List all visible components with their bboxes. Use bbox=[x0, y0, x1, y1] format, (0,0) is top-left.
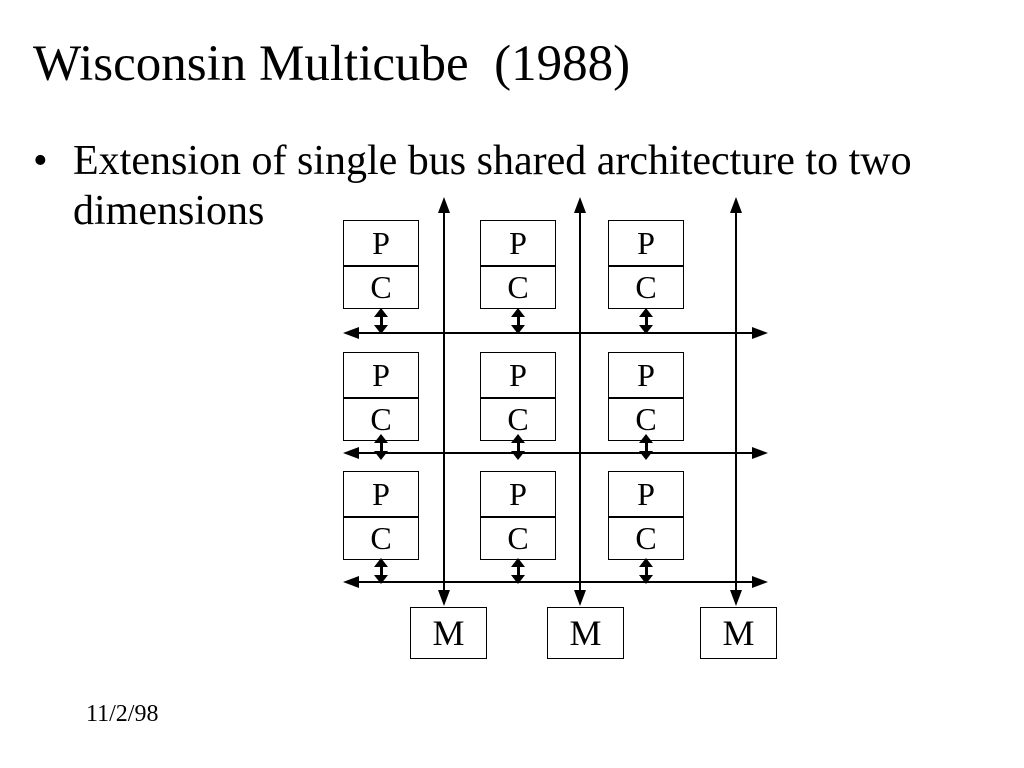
arrowhead-up-icon bbox=[511, 308, 525, 317]
arrow-shaft bbox=[379, 443, 383, 451]
horizontal-bus-1 bbox=[343, 327, 768, 339]
arrowhead-down-icon bbox=[511, 451, 525, 460]
arrow-shaft bbox=[644, 317, 648, 325]
arrow-shaft bbox=[644, 567, 648, 575]
processor-cell: P bbox=[372, 224, 390, 261]
arrowhead-up-icon bbox=[374, 308, 388, 317]
cache-cell: C bbox=[481, 516, 555, 559]
pc-unit-r2c1: P C bbox=[343, 352, 419, 441]
cache-cell: C bbox=[344, 516, 418, 559]
cache-cell: C bbox=[609, 516, 683, 559]
pc-unit-r1c3: P C bbox=[608, 220, 684, 309]
memory-box-1: M bbox=[410, 607, 487, 659]
pc-unit-r2c2: P C bbox=[480, 352, 556, 441]
arrowhead-down-icon bbox=[374, 451, 388, 460]
arrowhead-up-icon bbox=[511, 558, 525, 567]
cache-cell: C bbox=[609, 397, 683, 440]
arrow-shaft bbox=[379, 567, 383, 575]
slide-title: Wisconsin Multicube (1988) bbox=[33, 36, 631, 92]
arrow-shaft bbox=[379, 317, 383, 325]
arrowhead-down-icon bbox=[639, 325, 653, 334]
cache-bus-link-arrow bbox=[374, 434, 388, 460]
cache-bus-link-arrow bbox=[639, 558, 653, 584]
arrowhead-up-icon bbox=[511, 434, 525, 443]
arrowhead-up-icon bbox=[639, 308, 653, 317]
horizontal-bus-2 bbox=[343, 447, 768, 459]
arrow-shaft bbox=[516, 317, 520, 325]
vertical-bus-2 bbox=[574, 197, 586, 606]
cache-cell: C bbox=[481, 265, 555, 308]
arrowhead-up-icon bbox=[639, 434, 653, 443]
cache-bus-link-arrow bbox=[374, 558, 388, 584]
processor-cell: P bbox=[509, 224, 527, 261]
cache-bus-link-arrow bbox=[639, 434, 653, 460]
processor-cell: P bbox=[509, 475, 527, 512]
pc-unit-r2c3: P C bbox=[608, 352, 684, 441]
cache-bus-link-arrow bbox=[639, 308, 653, 334]
cache-cell: C bbox=[344, 265, 418, 308]
pc-unit-r1c2: P C bbox=[480, 220, 556, 309]
vertical-bus-1 bbox=[438, 197, 450, 606]
processor-cell: P bbox=[637, 356, 655, 393]
horizontal-bus-3 bbox=[343, 576, 768, 588]
arrowhead-down-icon bbox=[374, 325, 388, 334]
processor-cell: P bbox=[372, 356, 390, 393]
processor-cell: P bbox=[372, 475, 390, 512]
cache-bus-link-arrow bbox=[511, 558, 525, 584]
arrowhead-down-icon bbox=[639, 575, 653, 584]
memory-box-3: M bbox=[700, 607, 777, 659]
bullet-text: Extension of single bus shared architect… bbox=[73, 136, 912, 236]
arrow-shaft bbox=[644, 443, 648, 451]
cache-cell: C bbox=[344, 397, 418, 440]
arrowhead-down-icon bbox=[511, 575, 525, 584]
cache-cell: C bbox=[609, 265, 683, 308]
arrow-shaft bbox=[516, 443, 520, 451]
arrow-shaft bbox=[516, 567, 520, 575]
memory-box-2: M bbox=[547, 607, 624, 659]
cache-bus-link-arrow bbox=[511, 434, 525, 460]
arrowhead-up-icon bbox=[374, 434, 388, 443]
arrowhead-down-icon bbox=[511, 325, 525, 334]
bullet-text-line-1: Extension of single bus shared architect… bbox=[73, 138, 912, 184]
processor-cell: P bbox=[637, 224, 655, 261]
arrowhead-up-icon bbox=[639, 558, 653, 567]
arrowhead-down-icon bbox=[374, 575, 388, 584]
pc-unit-r1c1: P C bbox=[343, 220, 419, 309]
pc-unit-r3c3: P C bbox=[608, 471, 684, 560]
bullet-marker: • bbox=[33, 138, 48, 184]
cache-cell: C bbox=[481, 397, 555, 440]
processor-cell: P bbox=[509, 356, 527, 393]
arrowhead-down-icon bbox=[639, 451, 653, 460]
cache-bus-link-arrow bbox=[374, 308, 388, 334]
processor-cell: P bbox=[637, 475, 655, 512]
footer-date: 11/2/98 bbox=[86, 701, 159, 727]
cache-bus-link-arrow bbox=[511, 308, 525, 334]
vertical-bus-3 bbox=[730, 197, 742, 606]
bullet-text-line-2: dimensions bbox=[73, 188, 265, 234]
arrowhead-up-icon bbox=[374, 558, 388, 567]
pc-unit-r3c2: P C bbox=[480, 471, 556, 560]
pc-unit-r3c1: P C bbox=[343, 471, 419, 560]
